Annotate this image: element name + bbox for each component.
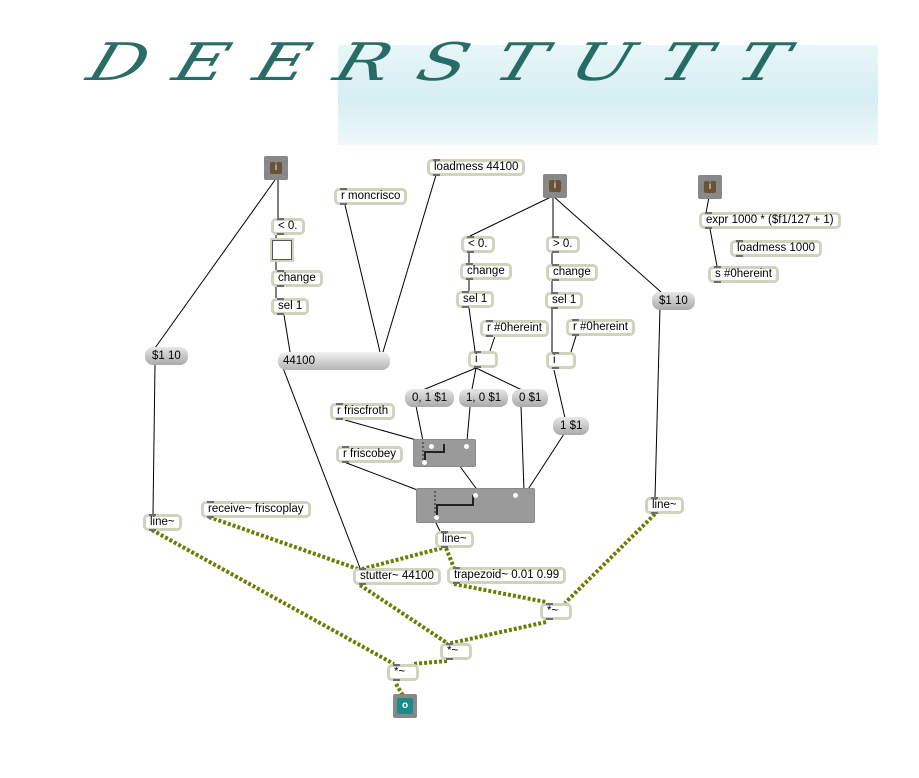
- inlet-pin[interactable]: [513, 493, 518, 498]
- object-change[interactable]: change: [271, 270, 323, 287]
- object-change[interactable]: change: [546, 264, 598, 281]
- inlet-pin[interactable]: [473, 493, 478, 498]
- object-receive-moncrisco[interactable]: r moncrisco: [334, 188, 408, 205]
- object-sel[interactable]: sel 1: [456, 291, 495, 308]
- message-line-ramp[interactable]: $1 10: [145, 347, 188, 365]
- inlet-3[interactable]: i: [698, 175, 722, 199]
- message-ramp-down[interactable]: 1, 0 $1: [459, 389, 509, 407]
- object-line-signal[interactable]: line~: [645, 497, 684, 514]
- object-line-signal[interactable]: line~: [143, 514, 182, 531]
- toggle-checkbox[interactable]: [272, 240, 292, 260]
- object-change[interactable]: change: [460, 263, 512, 280]
- object-gt-zero[interactable]: > 0.: [546, 236, 580, 253]
- object-receive-hereint[interactable]: r #0hereint: [566, 319, 635, 336]
- object-sel[interactable]: sel 1: [271, 298, 310, 315]
- inlet-icon: i: [704, 181, 716, 193]
- object-receive-friscfroth[interactable]: r friscfroth: [330, 403, 396, 420]
- inlet-icon: i: [270, 162, 282, 174]
- outlet-pin[interactable]: [434, 515, 439, 520]
- inlet-2[interactable]: i: [543, 174, 567, 198]
- outlet-1[interactable]: o: [393, 694, 417, 718]
- object-lt-zero[interactable]: < 0.: [461, 236, 495, 253]
- inlet-pin[interactable]: [429, 444, 434, 449]
- object-int[interactable]: i: [546, 352, 576, 369]
- object-stutter[interactable]: stutter~ 44100: [353, 568, 441, 585]
- subpatch-panel-large[interactable]: [416, 488, 535, 523]
- message-ramp-up[interactable]: 0, 1 $1: [405, 389, 455, 407]
- number-box-samplerate[interactable]: 44100: [278, 352, 390, 370]
- subpatch-panel-small[interactable]: [413, 439, 476, 467]
- object-receive-friscobey[interactable]: r friscobey: [336, 446, 404, 463]
- inlet-1[interactable]: i: [264, 156, 288, 180]
- banner-background: [338, 45, 878, 145]
- object-lt-zero[interactable]: < 0.: [271, 218, 305, 235]
- control-cables: [152, 174, 718, 569]
- object-sel[interactable]: sel 1: [545, 292, 584, 309]
- object-multiply-signal[interactable]: *~: [540, 603, 572, 620]
- object-int[interactable]: i: [468, 351, 498, 368]
- object-multiply-signal[interactable]: *~: [387, 664, 419, 681]
- outlet-pin[interactable]: [422, 460, 427, 465]
- message-one[interactable]: 1 $1: [553, 417, 590, 435]
- object-loadmess-44100[interactable]: loadmess 44100: [427, 159, 526, 176]
- object-multiply-signal[interactable]: *~: [440, 643, 472, 660]
- object-trapezoid[interactable]: trapezoid~ 0.01 0.99: [447, 567, 567, 584]
- message-line-ramp[interactable]: $1 10: [652, 292, 695, 310]
- object-line-signal[interactable]: line~: [435, 531, 474, 548]
- object-loadmess-1000[interactable]: loadmess 1000: [730, 240, 822, 257]
- object-receive-hereint[interactable]: r #0hereint: [480, 320, 549, 337]
- inlet-icon: i: [549, 180, 561, 192]
- object-expr[interactable]: expr 1000 * ($f1/127 + 1): [699, 212, 841, 229]
- inlet-pin[interactable]: [464, 444, 469, 449]
- subpatch-wiring-icon: [422, 442, 445, 464]
- object-send-hereint[interactable]: s #0hereint: [708, 266, 779, 283]
- outlet-icon: o: [397, 698, 413, 714]
- object-receive-friscoplay[interactable]: receive~ friscoplay: [201, 501, 311, 518]
- signal-cables: [151, 512, 657, 699]
- message-zero[interactable]: 0 $1: [512, 389, 549, 407]
